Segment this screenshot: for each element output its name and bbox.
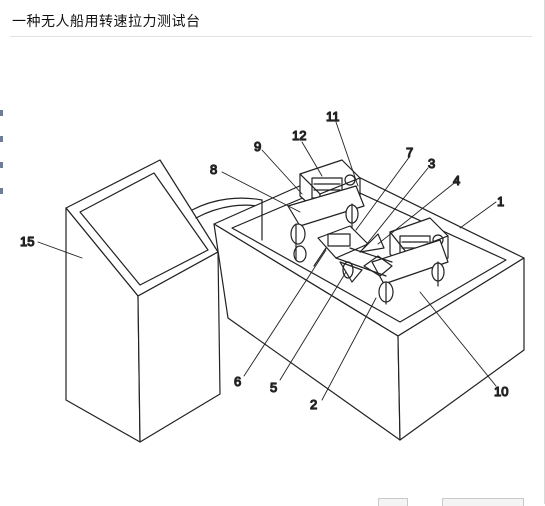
label-1: 1 <box>497 194 504 209</box>
water-tank <box>213 167 525 441</box>
label-10: 10 <box>494 384 508 399</box>
label-3: 3 <box>428 156 435 171</box>
label-15: 15 <box>20 234 34 249</box>
label-7: 7 <box>406 145 413 160</box>
rear-carriage <box>287 185 365 263</box>
page-title: 一种无人船用转速拉力测试台 <box>12 14 201 30</box>
front-carriage <box>371 239 449 305</box>
label-9: 9 <box>254 139 261 154</box>
leader-lines <box>37 121 497 401</box>
control-console <box>65 159 221 443</box>
label-11: 11 <box>326 109 340 124</box>
footer-button-right[interactable] <box>442 498 524 506</box>
label-2: 2 <box>310 397 317 412</box>
label-5: 5 <box>270 380 277 395</box>
title-divider <box>10 36 532 37</box>
left-edge-marks <box>0 110 4 214</box>
label-6: 6 <box>234 374 241 389</box>
label-4: 4 <box>453 173 460 188</box>
label-12: 12 <box>292 128 306 143</box>
footer-button-left[interactable] <box>378 498 408 506</box>
label-8: 8 <box>210 162 217 177</box>
